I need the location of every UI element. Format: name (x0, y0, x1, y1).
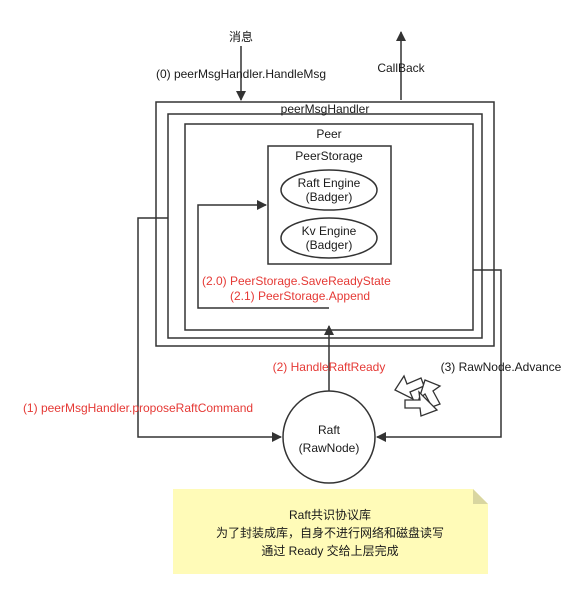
raw-node-advance-label: (3) RawNode.Advance (441, 360, 562, 374)
callback-label: CallBack (377, 61, 425, 75)
propose-arrow (137, 217, 282, 442)
save-ready-state-label: (2.0) PeerStorage.SaveReadyState (202, 274, 391, 288)
peer-msg-handler-box-outer (155, 101, 495, 347)
handle-msg-label: (0) peerMsgHandler.HandleMsg (156, 67, 326, 81)
cycle-arrows-icon (394, 374, 442, 417)
note-line-2: 为了封装成库，自身不进行网络和磁盘读写 (216, 525, 444, 540)
peer-storage-box (267, 145, 392, 265)
handle-raft-ready-label: (2) HandleRaftReady (273, 360, 386, 374)
note-line-1: Raft共识协议库 (289, 507, 371, 522)
raft-label: Raft (318, 423, 341, 437)
rawnode-label: (RawNode) (299, 441, 360, 455)
advance-arrow (376, 269, 502, 442)
note-line-3: 通过 Ready 交给上层完成 (261, 543, 398, 558)
kv-engine-label: Kv Engine (302, 224, 357, 238)
propose-raft-command-label: (1) peerMsgHandler.proposeRaftCommand (23, 401, 253, 415)
raft-engine-label: Raft Engine (298, 176, 361, 190)
peer-title: Peer (316, 127, 341, 141)
raft-rawnode-node (282, 390, 376, 484)
note-box (173, 489, 488, 574)
peer-msg-handler-title: peerMsgHandler (281, 102, 370, 116)
message-label: 消息 (229, 29, 253, 44)
raft-engine-node (280, 169, 378, 211)
save-ready-state-arrow (197, 200, 329, 309)
note-fold (473, 489, 488, 504)
peer-msg-handler-box-inner (167, 113, 483, 339)
kv-engine-node (280, 217, 378, 259)
append-label: (2.1) PeerStorage.Append (230, 289, 370, 303)
kv-engine-sublabel: (Badger) (306, 238, 353, 252)
peer-storage-title: PeerStorage (295, 149, 363, 163)
raft-engine-sublabel: (Badger) (306, 190, 353, 204)
